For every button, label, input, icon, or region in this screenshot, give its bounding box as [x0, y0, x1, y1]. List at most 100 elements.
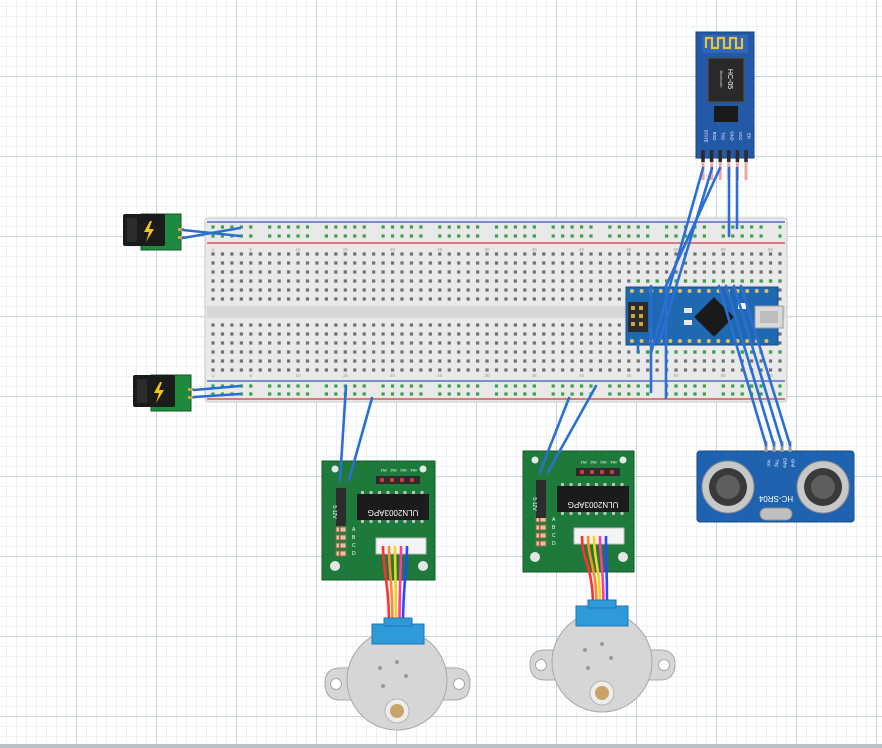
- breadboard-hole: [343, 359, 347, 363]
- breadboard-hole: [343, 252, 347, 256]
- breadboard-hole: [334, 392, 338, 396]
- breadboard-hole: [419, 288, 423, 292]
- breadboard-hole: [665, 252, 669, 256]
- breadboard-hole: [438, 288, 442, 292]
- breadboard-hole: [712, 252, 716, 256]
- breadboard-hole: [249, 350, 253, 354]
- breadboard-hole: [674, 384, 678, 388]
- breadboard-hole: [693, 234, 697, 238]
- breadboard-hole: [296, 384, 300, 388]
- breadboard-hole: [400, 332, 404, 336]
- input-pin-label: IN1: [580, 460, 587, 465]
- breadboard-hole: [646, 392, 650, 396]
- breadboard-hole: [627, 279, 631, 283]
- breadboard-hole: [523, 252, 527, 256]
- breadboard-hole: [579, 279, 584, 283]
- breadboard-hole: [570, 252, 574, 256]
- breadboard-hole: [324, 234, 328, 238]
- breadboard-hole: [249, 368, 253, 372]
- ic-pin: [412, 520, 415, 523]
- breadboard-hole: [646, 270, 650, 274]
- breadboard-hole: [740, 270, 744, 274]
- column-number: 45: [626, 247, 632, 252]
- breadboard-hole: [457, 252, 461, 256]
- breadboard-hole: [608, 341, 612, 345]
- breadboard-hole: [731, 225, 735, 229]
- breadboard-hole: [646, 368, 650, 372]
- nano-pin: [697, 339, 702, 343]
- breadboard-hole: [353, 288, 357, 292]
- input-pin: [610, 470, 614, 474]
- breadboard-hole: [390, 359, 395, 363]
- breadboard-hole: [258, 368, 262, 372]
- breadboard-hole: [457, 225, 461, 229]
- breadboard-hole: [485, 359, 489, 363]
- breadboard-hole: [334, 384, 338, 388]
- breadboard-hole: [400, 350, 404, 354]
- breadboard-hole: [353, 234, 357, 238]
- breadboard-hole: [211, 392, 215, 396]
- breadboard-hole: [608, 368, 612, 372]
- breadboard-hole: [324, 261, 328, 265]
- breadboard-hole: [476, 270, 480, 274]
- breadboard-hole: [768, 261, 773, 265]
- breadboard-hole: [334, 350, 338, 354]
- breadboard-hole: [551, 368, 555, 372]
- ic-pin: [403, 520, 407, 523]
- breadboard-hole: [372, 288, 376, 292]
- breadboard-hole: [220, 288, 225, 292]
- led-resistor: [335, 526, 347, 533]
- breadboard-hole: [315, 323, 319, 327]
- breadboard-hole: [627, 359, 631, 363]
- breadboard-hole: [296, 270, 300, 274]
- breadboard-hole: [542, 323, 546, 327]
- breadboard-hole: [334, 234, 338, 238]
- breadboard-hole: [372, 252, 376, 256]
- breadboard-hole: [343, 225, 347, 229]
- breadboard-hole: [362, 359, 366, 363]
- hc-sr04-pin: [772, 441, 776, 452]
- breadboard-hole: [617, 252, 621, 256]
- breadboard-hole: [268, 359, 272, 363]
- input-pin-label: IN1: [380, 468, 387, 473]
- breadboard-hole: [239, 252, 243, 256]
- breadboard-hole: [447, 323, 451, 327]
- breadboard-hole: [419, 225, 423, 229]
- breadboard-hole: [362, 323, 366, 327]
- breadboard-hole: [457, 279, 461, 283]
- breadboard-hole: [305, 332, 310, 336]
- breadboard-hole: [268, 225, 272, 229]
- lightning-icon: [154, 382, 164, 403]
- jumper-wire: [192, 384, 242, 392]
- led-label: D: [552, 541, 556, 547]
- breadboard-hole: [211, 270, 215, 274]
- breadboard-hole: [220, 252, 225, 256]
- breadboard-hole: [296, 225, 300, 229]
- breadboard-hole: [551, 297, 555, 301]
- breadboard-hole: [579, 225, 584, 229]
- breadboard-hole: [419, 234, 423, 238]
- icsp-pin: [639, 306, 643, 310]
- breadboard-hole: [476, 332, 480, 336]
- breadboard-hole: [589, 323, 593, 327]
- breadboard-hole: [579, 341, 584, 345]
- breadboard-hole: [362, 350, 366, 354]
- breadboard-hole: [353, 270, 357, 274]
- breadboard-hole: [561, 279, 565, 283]
- input-pin-label: IN2: [590, 460, 597, 465]
- breadboard-hole: [258, 323, 262, 327]
- breadboard-hole: [305, 341, 310, 345]
- breadboard-hole: [466, 368, 470, 372]
- breadboard-hole: [211, 261, 215, 265]
- breadboard-hole: [438, 368, 442, 372]
- breadboard-hole: [617, 332, 621, 336]
- breadboard-hole: [561, 332, 565, 336]
- breadboard-hole: [617, 359, 621, 363]
- breadboard-hole: [589, 261, 593, 265]
- column-number: 50: [674, 373, 680, 378]
- stepper-motor-1: [324, 617, 471, 731]
- breadboard-hole: [409, 359, 414, 363]
- breadboard-hole: [258, 297, 262, 301]
- breadboard-hole: [561, 323, 565, 327]
- breadboard-hole: [466, 252, 470, 256]
